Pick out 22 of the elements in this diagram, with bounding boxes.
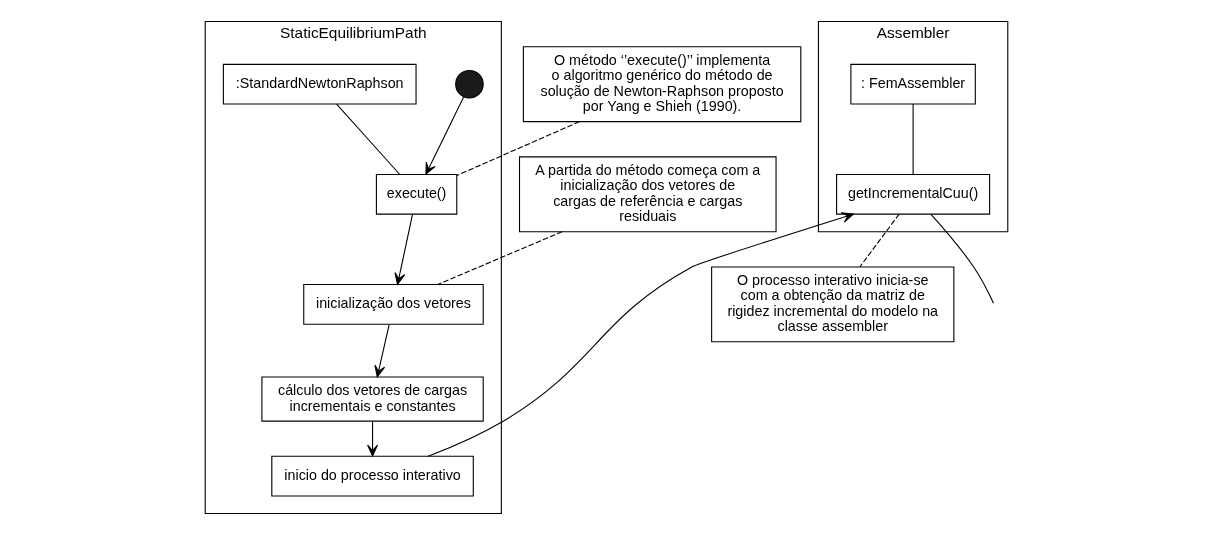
connector: [437, 231, 563, 286]
connector: [336, 103, 401, 175]
node-box: A partida do método começa com a inicialização dos vetores de cargas de referência e cargas residuais: [519, 156, 777, 233]
arrow: [367, 420, 379, 457]
arrow: [427, 212, 854, 457]
connector: [456, 121, 580, 176]
node-box: inicio do processo interativo: [271, 455, 474, 497]
node-circle: [455, 69, 484, 99]
connector: [930, 213, 994, 304]
arrow: [394, 213, 414, 285]
node-box: cálculo dos vetores de cargas incrementais e constantes: [261, 376, 484, 422]
node-box: inicialização dos vetores: [303, 284, 484, 325]
node-box: getIncrementalCuu(): [836, 173, 991, 215]
arrow: [425, 96, 465, 175]
connector: [912, 103, 914, 175]
arrow: [374, 324, 390, 378]
node-box: execute(): [375, 173, 458, 215]
node-box: : FemAssembler: [850, 63, 976, 105]
connector: [859, 213, 900, 268]
node-box: :StandardNewtonRaphson: [222, 63, 417, 105]
node-box: O processo interativo inicia-se com a obtenção da matriz de rigidez incremental do modelo na classe assembler: [711, 266, 955, 343]
node-box: O método ‘’execute()’’ implementa o algoritmo genérico do método de solução de Newton-Raphson proposto por Yang e Shieh (1990).: [522, 46, 802, 123]
